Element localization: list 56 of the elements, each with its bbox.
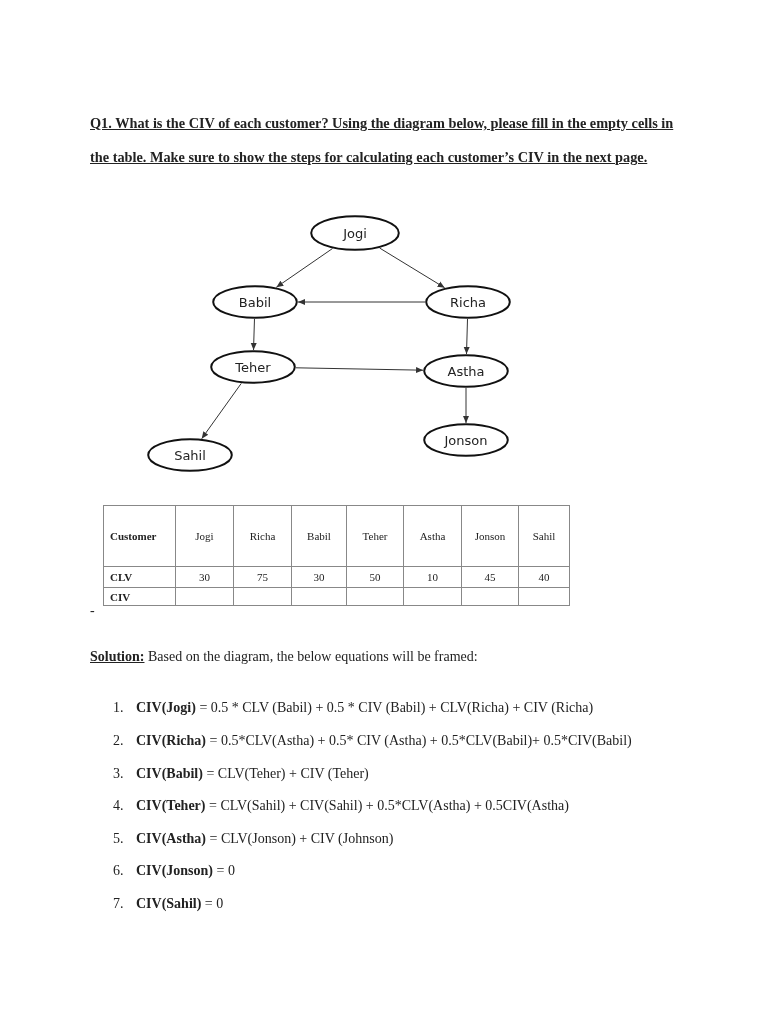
- equation-text: CIV(Jonson) = 0: [136, 863, 235, 879]
- ellipse-node: [212, 285, 298, 319]
- equation-text: CIV(Teher) = CLV(Sahil) + CIV(Sahil) + 0.5*CLV(Astha) + 0.5CIV(Astha): [136, 798, 569, 814]
- ellipse-node: [425, 285, 511, 319]
- header-cell: Astha: [403, 505, 462, 567]
- table-cell: 40: [518, 566, 570, 588]
- table-cell: 75: [233, 566, 292, 588]
- header-cell: Jonson: [461, 505, 519, 567]
- header-cell: Teher: [346, 505, 404, 567]
- table-cell: 50: [346, 566, 404, 588]
- header-cell: Sahil: [518, 505, 570, 567]
- row-header-cell: Customer: [103, 505, 176, 567]
- arrow: [250, 318, 257, 351]
- arrow: [201, 382, 242, 440]
- ellipse-node: [147, 438, 233, 472]
- table-cell: 45: [461, 566, 519, 588]
- arrow: [297, 299, 426, 305]
- table-cell: 30: [291, 566, 347, 588]
- list-number: 5.: [113, 831, 124, 847]
- dash-mark: -: [90, 603, 95, 619]
- row-header-cell: CIV: [103, 587, 176, 606]
- equation-text: CIV(Jogi) = 0.5 * CLV (Babil) + 0.5 * CIV (Babil) + CLV(Richa) + CIV (Richa): [136, 700, 594, 716]
- header-cell: Jogi: [175, 505, 234, 567]
- row-header-cell: CLV: [103, 566, 176, 588]
- arrow: [463, 387, 469, 424]
- node-label: Babil: [238, 294, 272, 310]
- header-cell: Richa: [233, 505, 292, 567]
- node-label: Jonson: [444, 432, 488, 448]
- question-text: Q1. What is the CIV of each customer? Using the diagram below, please fill in the empty cells in the table. Make sure to show the steps for calculating each customer’s CIV in the next page.: [90, 114, 675, 167]
- equation-text: CIV(Astha) = CLV(Jonson) + CIV (Johnson): [136, 831, 394, 847]
- table-cell: 10: [403, 566, 462, 588]
- node-label: Teher: [235, 359, 271, 375]
- header-cell: Babil: [291, 505, 347, 567]
- node-label: Astha: [447, 363, 485, 379]
- ellipse-node: [423, 423, 509, 457]
- list-number: 1.: [113, 700, 124, 716]
- list-number: 4.: [113, 798, 124, 814]
- ellipse-node: [423, 354, 509, 388]
- arrow: [463, 318, 470, 355]
- node-label: Richa: [450, 294, 486, 310]
- arrow: [275, 248, 333, 288]
- list-number: 7.: [113, 896, 124, 912]
- equation-text: CIV(Babil) = CLV(Teher) + CIV (Teher): [136, 766, 369, 782]
- table-cell: 30: [175, 566, 234, 588]
- ellipse-node: [310, 215, 400, 251]
- ellipse-node: [210, 350, 296, 384]
- list-number: 3.: [113, 766, 124, 782]
- node-label: Jogi: [343, 225, 367, 241]
- equation-text: CIV(Sahil) = 0: [136, 896, 224, 912]
- arrow: [379, 247, 446, 289]
- arrow: [295, 367, 424, 374]
- equation-text: CIV(Richa) = 0.5*CLV(Astha) + 0.5* CIV (Astha) + 0.5*CLV(Babil)+ 0.5*CIV(Babil): [136, 733, 632, 749]
- list-number: 2.: [113, 733, 124, 749]
- solution-text: Solution: Based on the diagram, the below equations will be framed:: [90, 649, 478, 665]
- node-label: Sahil: [174, 447, 206, 463]
- list-number: 6.: [113, 863, 124, 879]
